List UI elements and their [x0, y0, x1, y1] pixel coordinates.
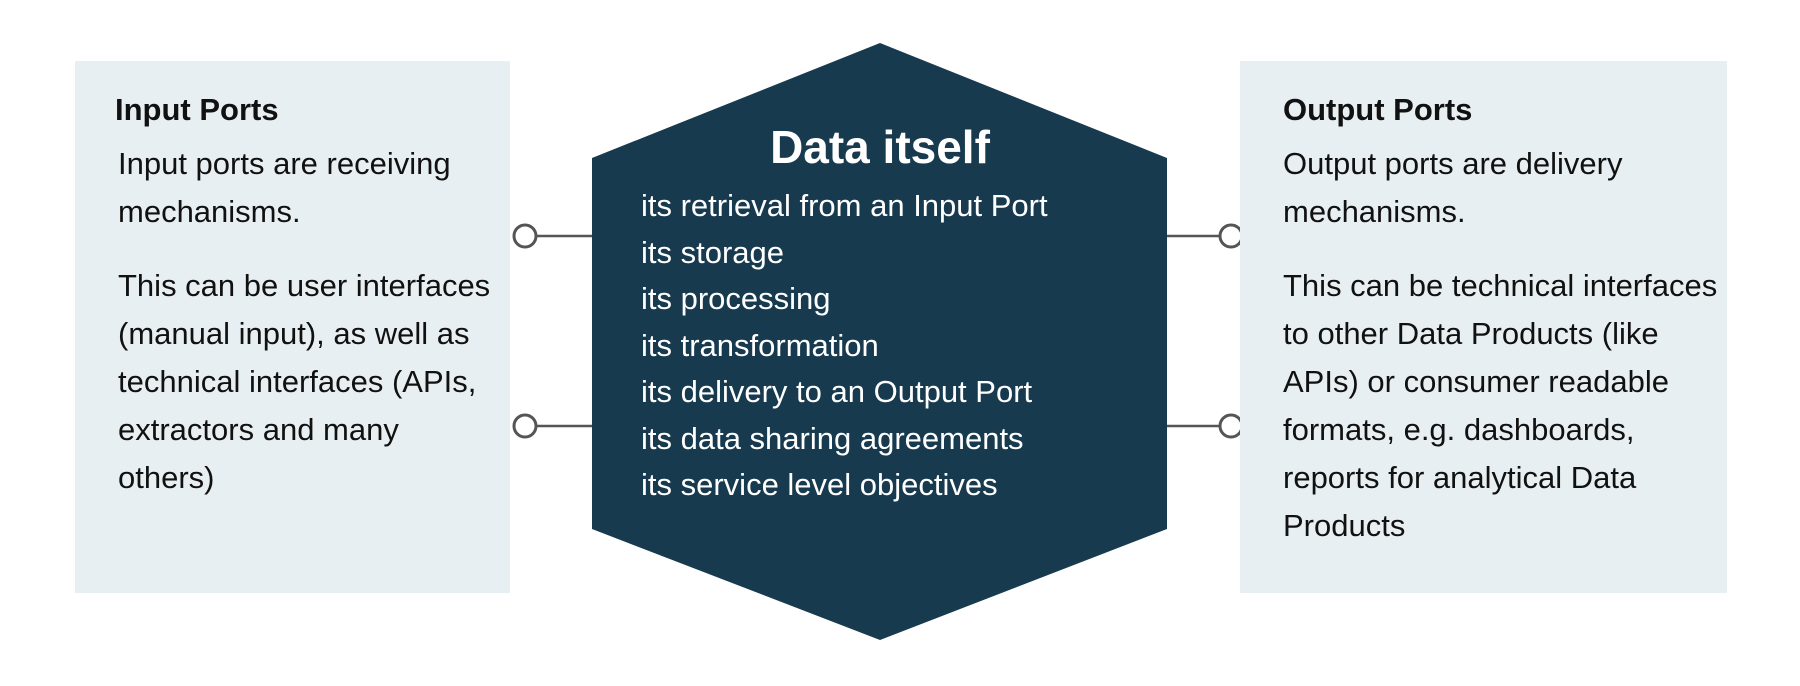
output-port-connector-top — [1164, 223, 1244, 249]
data-itself-item: its delivery to an Output Port — [641, 374, 1033, 409]
input-port-connector-top — [512, 223, 595, 249]
output-ports-description: Output ports are delivery mechanisms. — [1283, 146, 1623, 229]
data-itself-item: its processing — [641, 281, 831, 316]
output-ports-examples: This can be technical interfaces to othe… — [1283, 268, 1718, 543]
output-ports-title: Output Ports — [1283, 92, 1473, 127]
data-itself-item: its data sharing agreements — [641, 420, 1024, 456]
output-port-mask — [1240, 200, 1260, 460]
input-ports-description: Input ports are receiving mechanisms. — [118, 146, 451, 229]
output-port-connector-bottom — [1164, 413, 1244, 439]
input-ports-title: Input Ports — [115, 92, 279, 127]
input-port-connector-bottom — [512, 413, 595, 439]
data-itself-item: its service level objectives — [641, 467, 998, 502]
input-ports-examples: This can be user interfaces (manual inpu… — [118, 268, 491, 495]
output-ports-panel: Output Ports Output ports are delivery m… — [1240, 61, 1727, 593]
data-itself-list: its retrieval from an Input Port its sto… — [590, 183, 1170, 509]
data-itself-item: its retrieval from an Input Port — [641, 188, 1048, 223]
data-itself-item: its storage — [641, 234, 785, 270]
data-itself-content: Data itself its retrieval from an Input … — [590, 115, 1170, 509]
input-ports-panel: Input Ports Input ports are receiving me… — [75, 61, 510, 593]
data-itself-hexagon — [592, 43, 1167, 640]
data-itself-item: its transformation — [641, 327, 879, 363]
data-itself-title: Data itself — [770, 121, 990, 173]
